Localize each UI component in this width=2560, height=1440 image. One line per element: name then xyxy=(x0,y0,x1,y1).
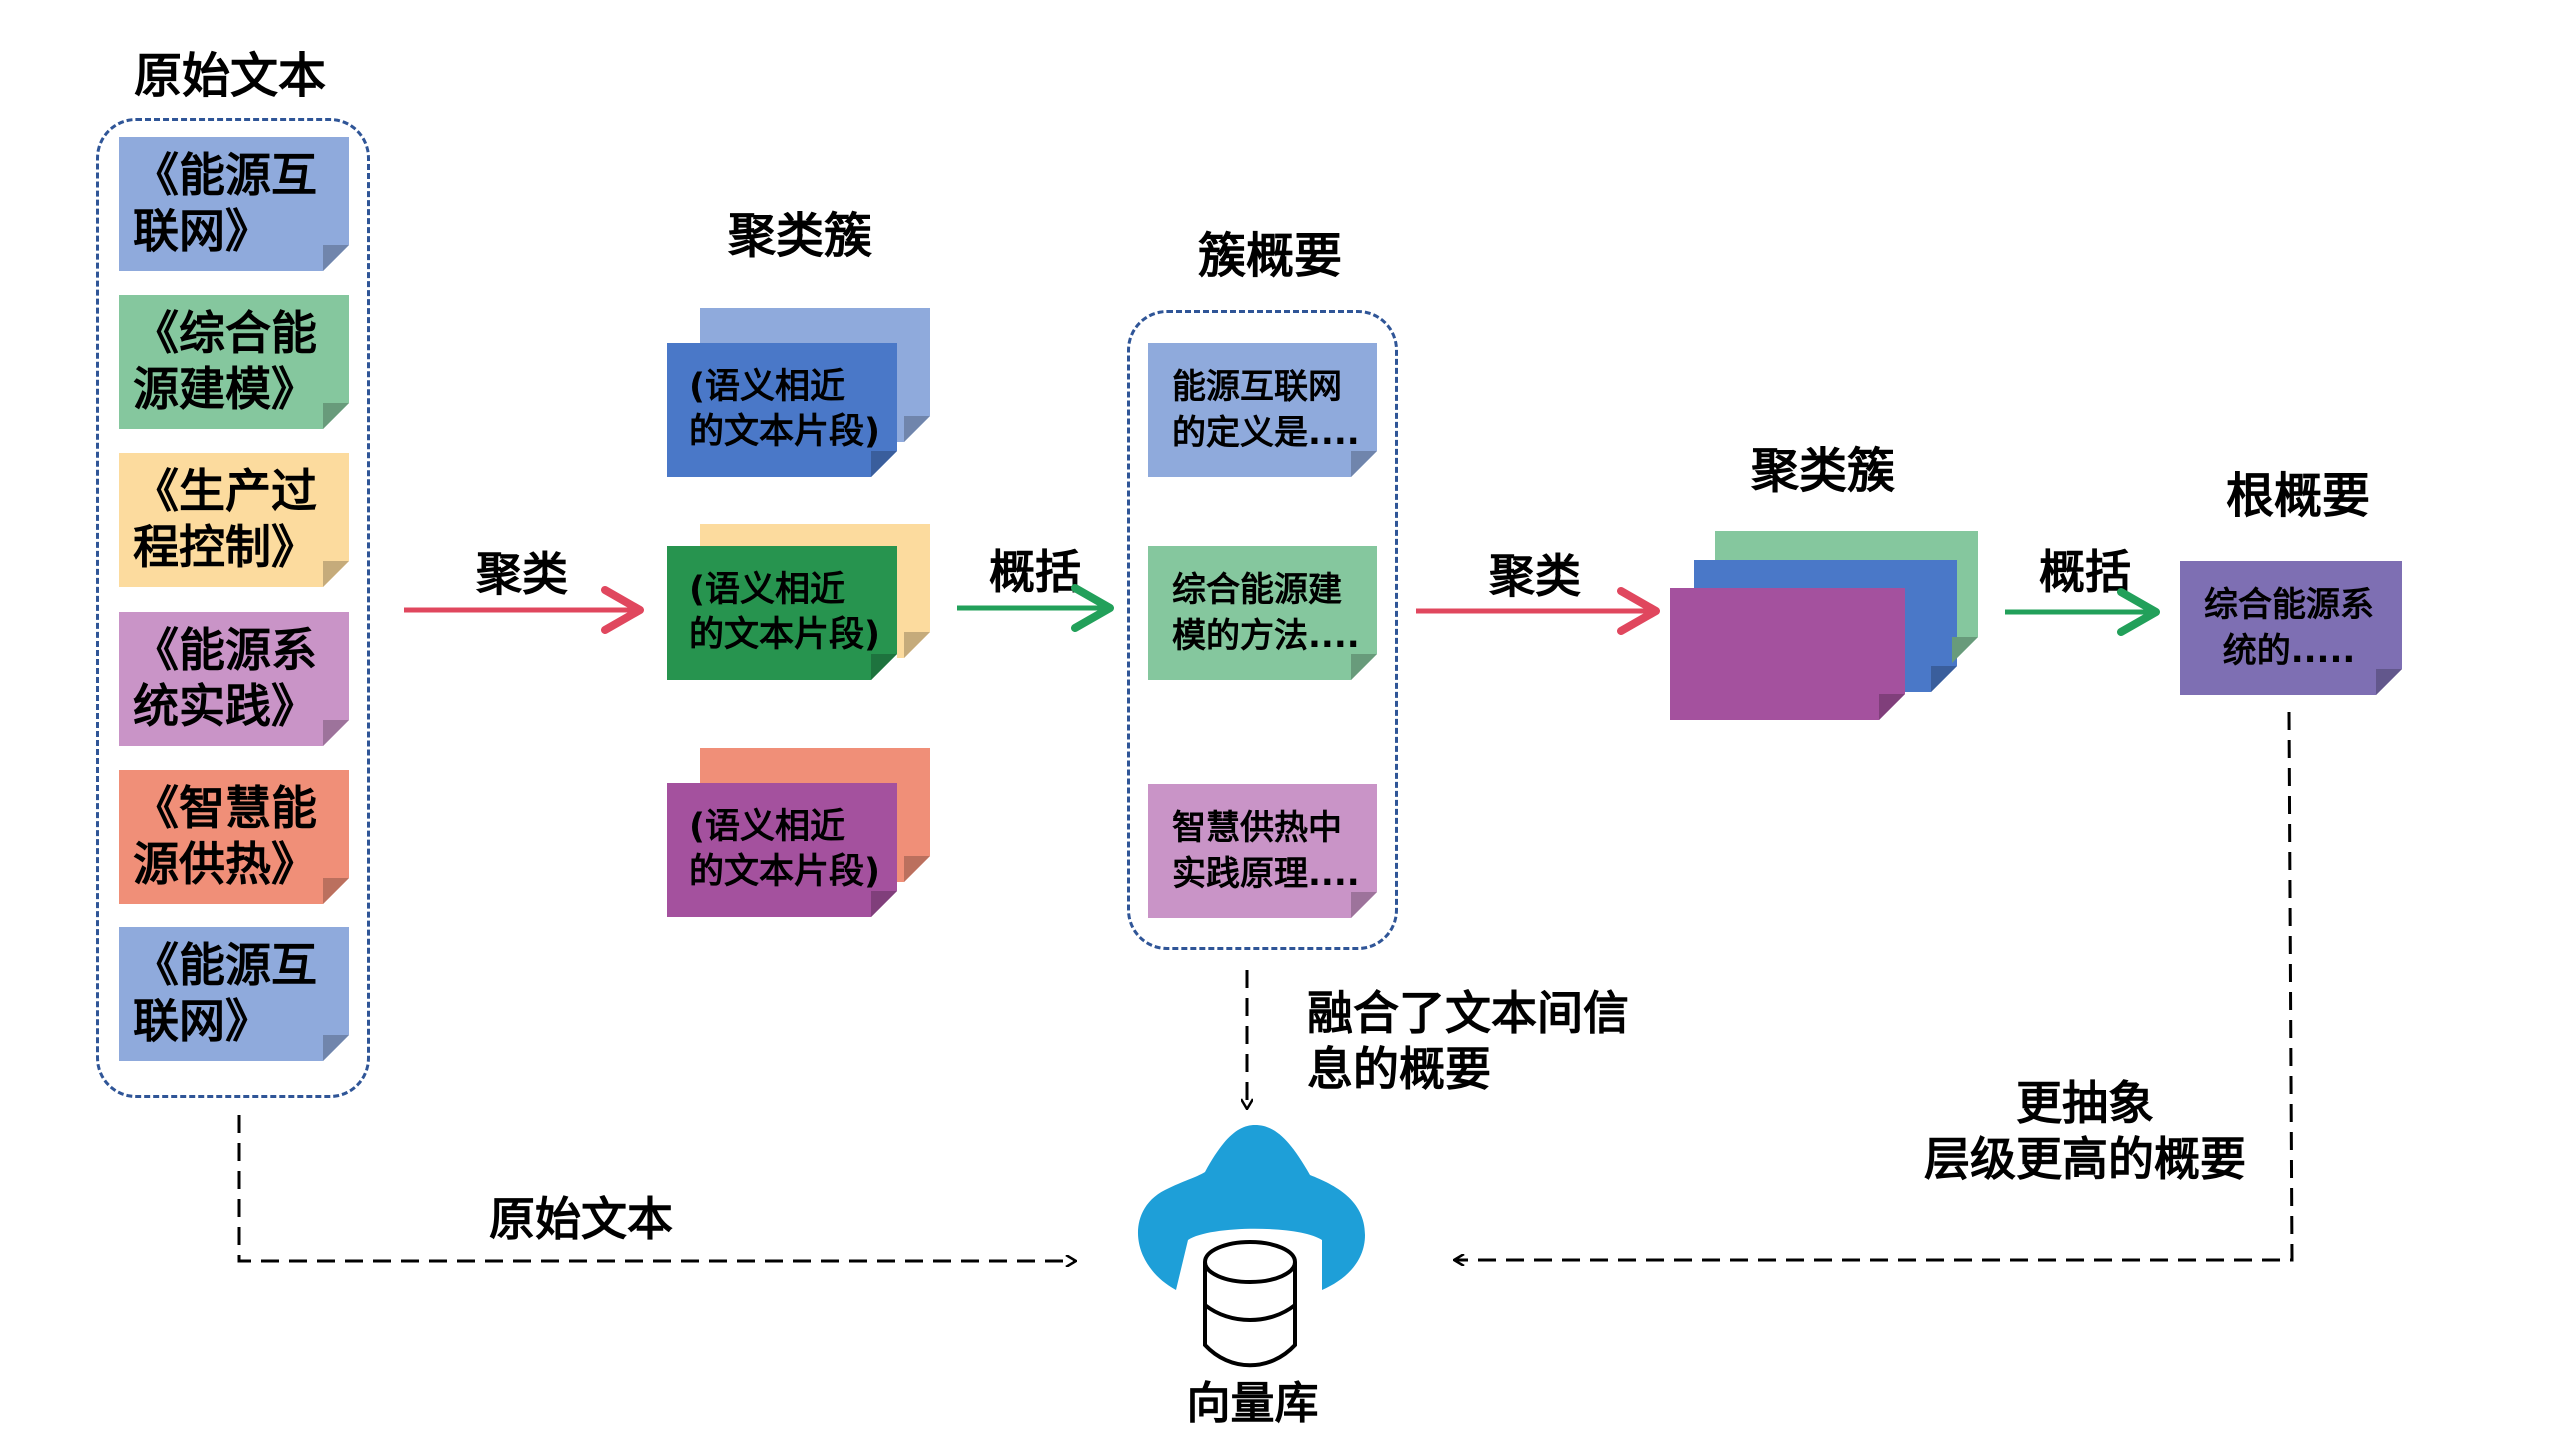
document-title-line1: 《生产过 xyxy=(133,464,317,518)
root-summary-line2: 统的..... xyxy=(2222,631,2356,671)
cluster-card[interactable]: (语义相近 的文本片段) xyxy=(667,783,897,917)
document-title-line1: 《综合能 xyxy=(133,306,317,360)
arrow-label-summarize-2: 概括 xyxy=(2039,545,2131,599)
title-clusters-2: 聚类簇 xyxy=(1750,443,1895,499)
summary-card[interactable]: 智慧供热中 实践原理.... xyxy=(1148,784,1377,918)
stacked-cluster-card[interactable] xyxy=(1670,588,1905,720)
title-raw-text: 原始文本 xyxy=(133,48,326,104)
root-summary-card[interactable]: 综合能源系 统的..... xyxy=(2180,561,2402,695)
summary-card[interactable]: 能源互联网 的定义是.... xyxy=(1148,343,1377,477)
arrow-label-cluster-1: 聚类 xyxy=(476,547,568,601)
raw-text-flow-label: 原始文本 xyxy=(489,1192,673,1246)
summary-text-line1: 能源互联网 xyxy=(1172,367,1342,407)
cluster-text-line2: 的文本片段) xyxy=(689,852,880,892)
summary-text-line1: 智慧供热中 xyxy=(1172,808,1342,848)
cluster-card[interactable]: (语义相近 的文本片段) xyxy=(667,343,897,477)
document-card[interactable]: 《智慧能 源供热》 xyxy=(119,770,349,904)
raw-text-container xyxy=(96,118,370,1098)
summary-text-line2: 的定义是.... xyxy=(1172,413,1360,453)
title-root-summary: 根概要 xyxy=(2225,468,2370,524)
document-card[interactable]: 《能源互 联网》 xyxy=(119,137,349,271)
database-cylinder-icon xyxy=(1203,1240,1297,1368)
document-card[interactable]: 《能源互 联网》 xyxy=(119,927,349,1061)
document-title-line2: 联网》 xyxy=(133,204,271,258)
title-clusters-1: 聚类簇 xyxy=(727,208,872,264)
raw-text-dashed-connector xyxy=(237,1115,1075,1261)
vector-db-icon xyxy=(1137,1125,1365,1368)
title-cluster-summaries: 簇概要 xyxy=(1197,228,1342,284)
cluster-text-line2: 的文本片段) xyxy=(689,615,880,655)
summary-card[interactable]: 综合能源建 模的方法.... xyxy=(1148,546,1377,680)
vector-db-label: 向量库 xyxy=(1186,1378,1319,1429)
document-title-line2: 联网》 xyxy=(133,994,271,1048)
abstract-line1: 更抽象 xyxy=(2016,1076,2154,1130)
document-title-line1: 《能源系 xyxy=(133,623,317,677)
document-title-line2: 统实践》 xyxy=(133,679,317,733)
summary-text-line2: 模的方法.... xyxy=(1172,616,1360,656)
cluster-text-line2: 的文本片段) xyxy=(689,412,880,452)
cluster-card[interactable]: (语义相近 的文本片段) xyxy=(667,546,897,680)
arrow-label-cluster-2: 聚类 xyxy=(1489,549,1581,603)
summaries-container xyxy=(1127,310,1398,950)
fused-line2: 息的概要 xyxy=(1307,1042,1491,1096)
abstract-summary-annotation: 更抽象 层级更高的概要 xyxy=(1915,1075,2255,1187)
cloud-icon xyxy=(1137,1125,1365,1290)
cluster-text-line1: (语义相近 xyxy=(689,367,845,407)
document-card[interactable]: 《能源系 统实践》 xyxy=(119,612,349,746)
document-title-line1: 《能源互 xyxy=(133,148,317,202)
document-card[interactable]: 《生产过 程控制》 xyxy=(119,453,349,587)
document-title-line2: 源建模》 xyxy=(133,362,317,416)
summary-text-line1: 综合能源建 xyxy=(1172,570,1342,610)
arrow-label-summarize-1: 概括 xyxy=(989,545,1081,599)
document-title-line1: 《能源互 xyxy=(133,938,317,992)
root-dashed-connector xyxy=(1455,711,2294,1260)
document-title-line1: 《智慧能 xyxy=(133,781,317,835)
document-title-line2: 程控制》 xyxy=(133,520,317,574)
cluster-text-line1: (语义相近 xyxy=(689,570,845,610)
document-card[interactable]: 《综合能 源建模》 xyxy=(119,295,349,429)
root-summary-line1: 综合能源系 xyxy=(2204,585,2374,625)
abstract-line2: 层级更高的概要 xyxy=(1924,1132,2246,1186)
fused-line1: 融合了文本间信 xyxy=(1307,986,1629,1040)
document-title-line2: 源供热》 xyxy=(133,837,317,891)
cluster-text-line1: (语义相近 xyxy=(689,807,845,847)
summary-text-line2: 实践原理.... xyxy=(1172,854,1360,894)
fused-summary-annotation: 融合了文本间信 息的概要 xyxy=(1307,985,1629,1097)
